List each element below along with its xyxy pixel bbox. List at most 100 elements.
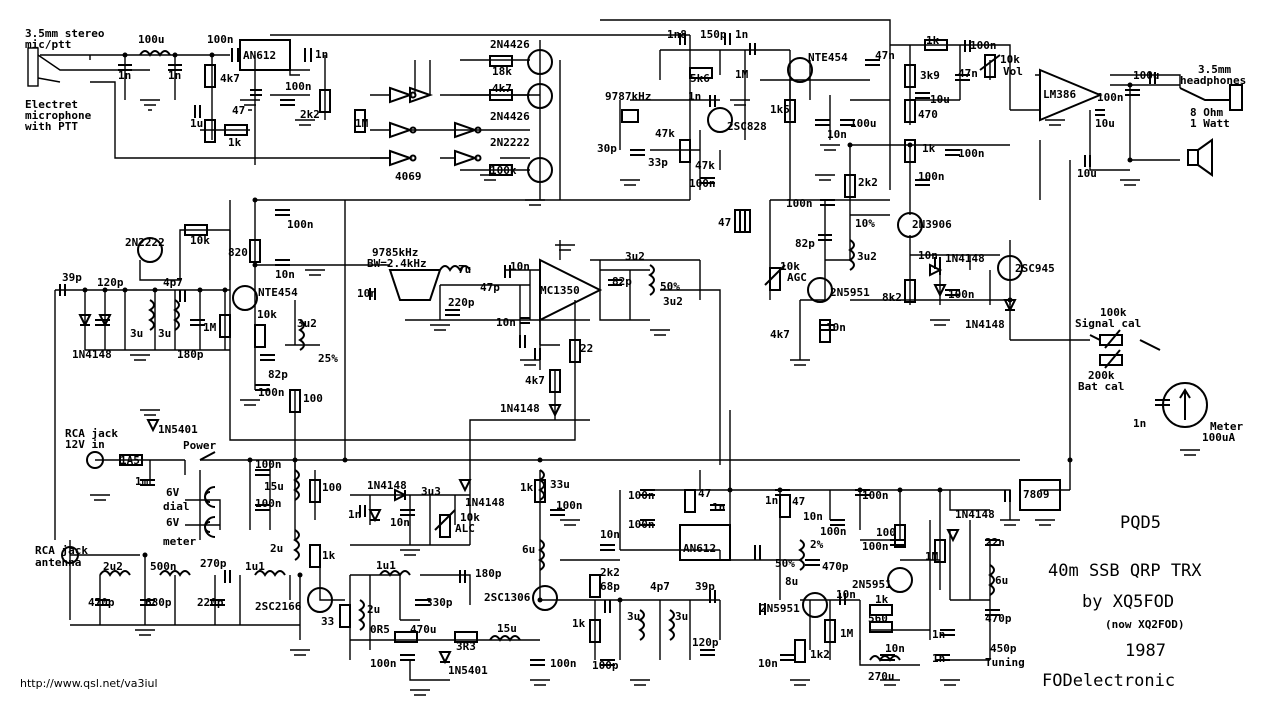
label-nte454-left: NTE454: [258, 286, 298, 299]
val: 5k6: [690, 72, 710, 85]
val: 10k: [1000, 53, 1020, 66]
val: 33p: [648, 156, 668, 169]
val: 100u: [1133, 69, 1160, 82]
val: 47n: [875, 49, 895, 62]
label-2sc828: 2SC828: [727, 120, 767, 133]
label-meter-1: Meter: [1210, 420, 1243, 433]
val: 1k5: [770, 103, 790, 116]
val: 220p: [197, 596, 224, 609]
label-lm386: LM386: [1043, 88, 1076, 101]
val: 2%: [810, 538, 824, 551]
val: 10n: [496, 316, 516, 329]
val: 3u: [130, 327, 143, 340]
capacitors: [59, 33, 1170, 666]
label-dial-1: 6V: [166, 486, 180, 499]
label-sig-cal-val: 100k: [1100, 306, 1127, 319]
val: 1n8: [667, 28, 687, 41]
val: 10n: [803, 510, 823, 523]
val: 100n: [550, 657, 577, 670]
val: 4k7: [770, 328, 790, 341]
val: 50%: [775, 557, 795, 570]
val: 3u2: [297, 317, 317, 330]
headphone-jack-symbol: [1179, 84, 1243, 111]
potentiometers: [434, 54, 1123, 538]
label-1n4148-mid: 1N4148: [945, 252, 985, 265]
label-spk-1: 8 Ohm: [1190, 106, 1223, 119]
val: 6u: [995, 574, 1008, 587]
val: 1k: [520, 481, 534, 494]
val: 100n: [820, 525, 847, 538]
val: 4k7: [492, 82, 512, 95]
val: 10n: [275, 268, 295, 281]
val: 3k9: [920, 69, 940, 82]
val: 1n: [712, 501, 725, 514]
label-nte454-top: NTE454: [808, 51, 848, 64]
inductors: [99, 50, 995, 662]
label-sig-cal: Signal cal: [1075, 317, 1141, 330]
inverter-gates: [389, 86, 482, 167]
val: 3R3: [456, 640, 476, 653]
val: 1n: [348, 508, 361, 521]
val: 1n: [765, 494, 778, 507]
title-line-1: PQD5: [1120, 513, 1161, 533]
val: 2k2: [300, 108, 320, 121]
label-9787: 9787kHz: [605, 90, 651, 103]
label-electret-1: Electret: [25, 98, 78, 111]
val: 0R5: [370, 623, 390, 636]
val: 1n: [1133, 417, 1146, 430]
label-mc1350: MC1350: [540, 284, 580, 297]
label-rca-dc-1: RCA jack: [65, 427, 118, 440]
val: 3u: [627, 610, 640, 623]
val: 3u2: [663, 295, 683, 308]
val: 10u: [1095, 117, 1115, 130]
val: 4k7: [525, 374, 545, 387]
val: 10n: [758, 657, 778, 670]
val: 10n: [510, 260, 530, 273]
val: 100n: [258, 386, 285, 399]
title-block: PQD5 40m SSB QRP TRX by XQ5FOD (now XQ2F…: [1042, 513, 1202, 691]
val: 15u: [264, 480, 284, 493]
label-filter-2: BW=2.4kHz: [367, 257, 427, 270]
val: 100n: [255, 497, 282, 510]
val: 10n: [885, 642, 905, 655]
label-2n5951-b: 2N5951: [760, 602, 800, 615]
val: 500n: [150, 560, 177, 573]
label-2n3906: 2N3906: [912, 218, 952, 231]
speaker-symbol: [1187, 138, 1213, 177]
rca-antenna-jack: [61, 546, 79, 564]
val: 10n: [826, 321, 846, 334]
val: 1u: [190, 117, 203, 130]
val: 10u: [930, 93, 950, 106]
val: 100u: [850, 117, 877, 130]
ground-symbols: [90, 99, 1200, 696]
val: 220p: [448, 296, 475, 309]
val: 2u: [367, 603, 380, 616]
label-rca-ant-1: RCA jack: [35, 544, 88, 557]
val: 4p7: [163, 276, 183, 289]
val: 3u3: [421, 485, 441, 498]
val: 100: [322, 481, 342, 494]
resistors: [119, 39, 948, 663]
label-rca-ant-2: antenna: [35, 556, 81, 569]
val: 100n: [628, 518, 655, 531]
label-1n4148-alc-b: 1N4148: [465, 496, 505, 509]
label-meter-lamp-1: 6V: [166, 516, 180, 529]
an612-bottom-ic: [679, 524, 731, 561]
val: 10k: [780, 260, 800, 273]
val: 33: [321, 615, 334, 628]
label-fuse: 1A5: [120, 454, 140, 467]
val: 470p: [88, 596, 115, 609]
val: 2u2: [103, 560, 123, 573]
val: 33u: [550, 478, 570, 491]
label-1n4148-left: 1N4148: [72, 348, 112, 361]
val: 680p: [145, 596, 172, 609]
val: 100u: [138, 33, 165, 46]
val: 10n: [836, 588, 856, 601]
crystal-filter-9785: [388, 269, 442, 301]
val: 1k: [572, 617, 586, 630]
val: 1n: [118, 69, 131, 82]
val: 120p: [692, 636, 719, 649]
label-1n4148-vfo: 1N4148: [955, 508, 995, 521]
junction-dots: [82, 52, 1133, 603]
val: 1n: [168, 69, 181, 82]
